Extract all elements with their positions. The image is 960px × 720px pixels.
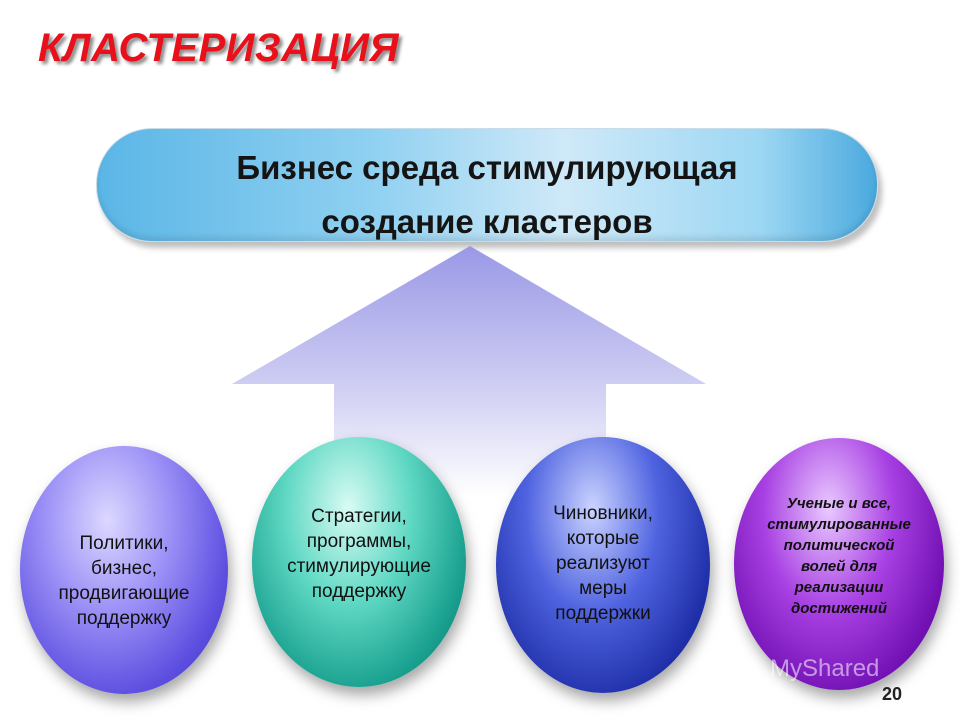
circle-scientists-text: Ученые и все, стимулированные политическ… <box>767 493 911 619</box>
circle-scientists: Ученые и все, стимулированные политическ… <box>734 438 944 690</box>
circle-text-line: которые <box>566 527 640 549</box>
circle-text-line: бизнес, <box>90 558 158 579</box>
circle-text-line: программы, <box>306 531 412 552</box>
slide-title: КЛАСТЕРИЗАЦИЯ <box>38 26 400 70</box>
circle-text-line: Политики, <box>79 533 169 554</box>
circle-text-line: волей для <box>800 558 878 575</box>
circle-strategies: Стратегии, программы, стимулирующие подд… <box>252 437 466 687</box>
circle-politicians: Политики, бизнес, продвигающие поддержку <box>20 446 228 694</box>
circle-text-line: поддержку <box>311 581 407 602</box>
banner-line-1: Бизнес среда стимулирующая <box>236 149 738 186</box>
slide-number: 20 <box>882 684 903 704</box>
circle-politicians-text: Политики, бизнес, продвигающие поддержку <box>59 531 190 631</box>
circle-text-line: стимулирующие <box>287 556 431 577</box>
banner-line-2: создание кластеров <box>321 203 653 240</box>
circle-text-line: реализации <box>794 579 884 596</box>
circle-text-line: Стратегии, <box>311 506 407 527</box>
circle-text-line: достижений <box>790 600 888 617</box>
circle-text-line: Ученые и все, <box>786 495 892 512</box>
watermark-logo: MyShared <box>770 655 880 682</box>
circle-text-line: стимулированные <box>767 516 911 533</box>
circle-officials: Чиновники, которые реализуют меры поддер… <box>496 437 710 693</box>
circle-text-line: Чиновники, <box>553 502 653 524</box>
circle-text-line: поддержку <box>76 608 172 629</box>
circle-officials-text: Чиновники, которые реализуют меры поддер… <box>553 501 653 626</box>
circle-strategies-text: Стратегии, программы, стимулирующие подд… <box>287 504 431 604</box>
banner-text: Бизнес среда стимулирующая создание клас… <box>97 141 877 249</box>
circle-text-line: меры <box>579 577 627 599</box>
circle-text-line: продвигающие <box>58 583 190 604</box>
circle-text-line: политической <box>783 537 895 554</box>
central-banner: Бизнес среда стимулирующая создание клас… <box>96 128 878 242</box>
circle-text-line: реализуют <box>556 552 650 574</box>
up-arrow-icon <box>232 246 706 496</box>
circle-text-line: поддержки <box>555 602 651 624</box>
